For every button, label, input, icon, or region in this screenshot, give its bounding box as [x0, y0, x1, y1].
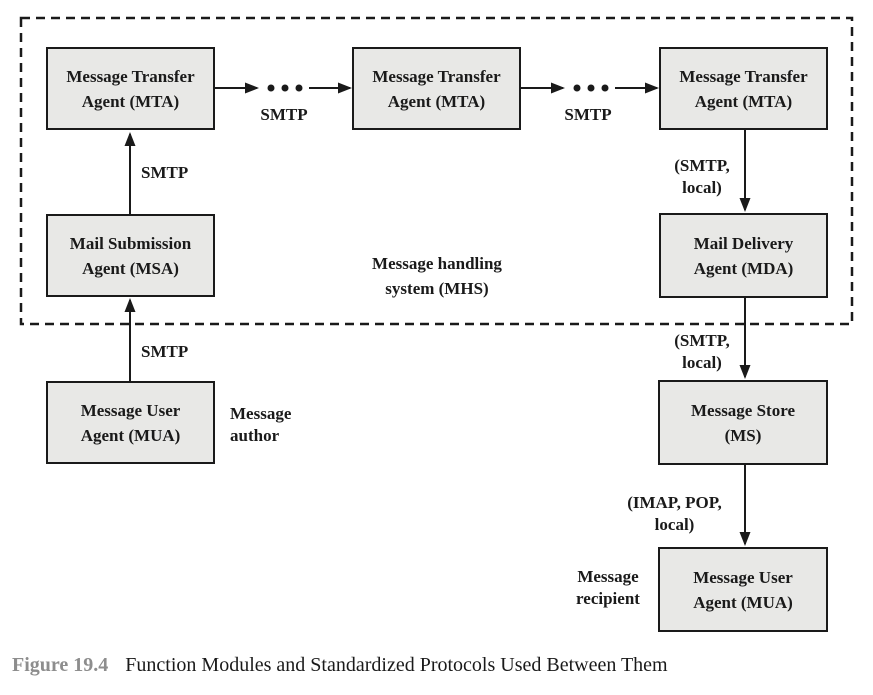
box-mua-author: Message User Agent (MUA)	[46, 381, 215, 464]
box-mta-2: Message Transfer Agent (MTA)	[352, 47, 521, 130]
box-label-line: Agent (MSA)	[82, 258, 179, 278]
label-smtp-local-mda-to-ms: (SMTP, local)	[674, 331, 730, 372]
box-label-line: Message Transfer	[66, 66, 195, 86]
box-ms: Message Store (MS)	[658, 380, 828, 465]
box-label-line: Message User	[80, 400, 181, 420]
box-mta-3: Message Transfer Agent (MTA)	[659, 47, 828, 130]
box-label-line: Agent (MDA)	[693, 258, 794, 278]
box-mda: Mail Delivery Agent (MDA)	[659, 213, 828, 298]
label-imap-pop-local: (IMAP, POP, local)	[627, 493, 722, 534]
box-label-line: Agent (MTA)	[694, 91, 793, 111]
arrow-mta2-to-mta3	[521, 82, 659, 94]
box-msa: Mail Submission Agent (MSA)	[46, 214, 215, 297]
label-smtp-msa-to-mta: SMTP	[141, 163, 189, 182]
figure-number: Figure 19.4	[12, 654, 109, 676]
box-mta-1: Message Transfer Agent (MTA)	[46, 47, 215, 130]
label-message-author: Message author	[230, 404, 292, 445]
box-label-line: Message Transfer	[679, 66, 808, 86]
box-label-line: Agent (MTA)	[387, 91, 486, 111]
arrow-mta1-to-mta2	[215, 82, 352, 94]
box-label-line: Mail Submission	[69, 233, 192, 253]
label-smtp-between-mta-left: SMTP	[260, 105, 308, 124]
box-label-line: Message Transfer	[372, 66, 501, 86]
mhs-dashed-boundary	[19, 16, 854, 326]
box-label-line: Mail Delivery	[693, 233, 794, 253]
box-mua-recipient: Message User Agent (MUA)	[658, 547, 828, 632]
box-label-line: Agent (MTA)	[81, 91, 180, 111]
label-smtp-mua-to-msa: SMTP	[141, 342, 189, 361]
box-label-line: Agent (MUA)	[80, 425, 181, 445]
box-label-line: Agent (MUA)	[693, 592, 793, 612]
label-smtp-local-mta-to-mda: (SMTP, local)	[674, 156, 730, 197]
figure-title: Function Modules and Standardized Protoc…	[125, 654, 668, 676]
label-message-handling-system: Message handling system (MHS)	[372, 254, 502, 298]
box-label-line: Message Store	[690, 400, 796, 420]
label-message-recipient: Message recipient	[576, 567, 640, 608]
label-smtp-between-mta-right: SMTP	[564, 105, 612, 124]
figure-caption: Figure 19.4 Function Modules and Standar…	[12, 654, 668, 677]
box-label-line: (MS)	[724, 425, 762, 445]
box-label-line: Message User	[693, 567, 793, 587]
